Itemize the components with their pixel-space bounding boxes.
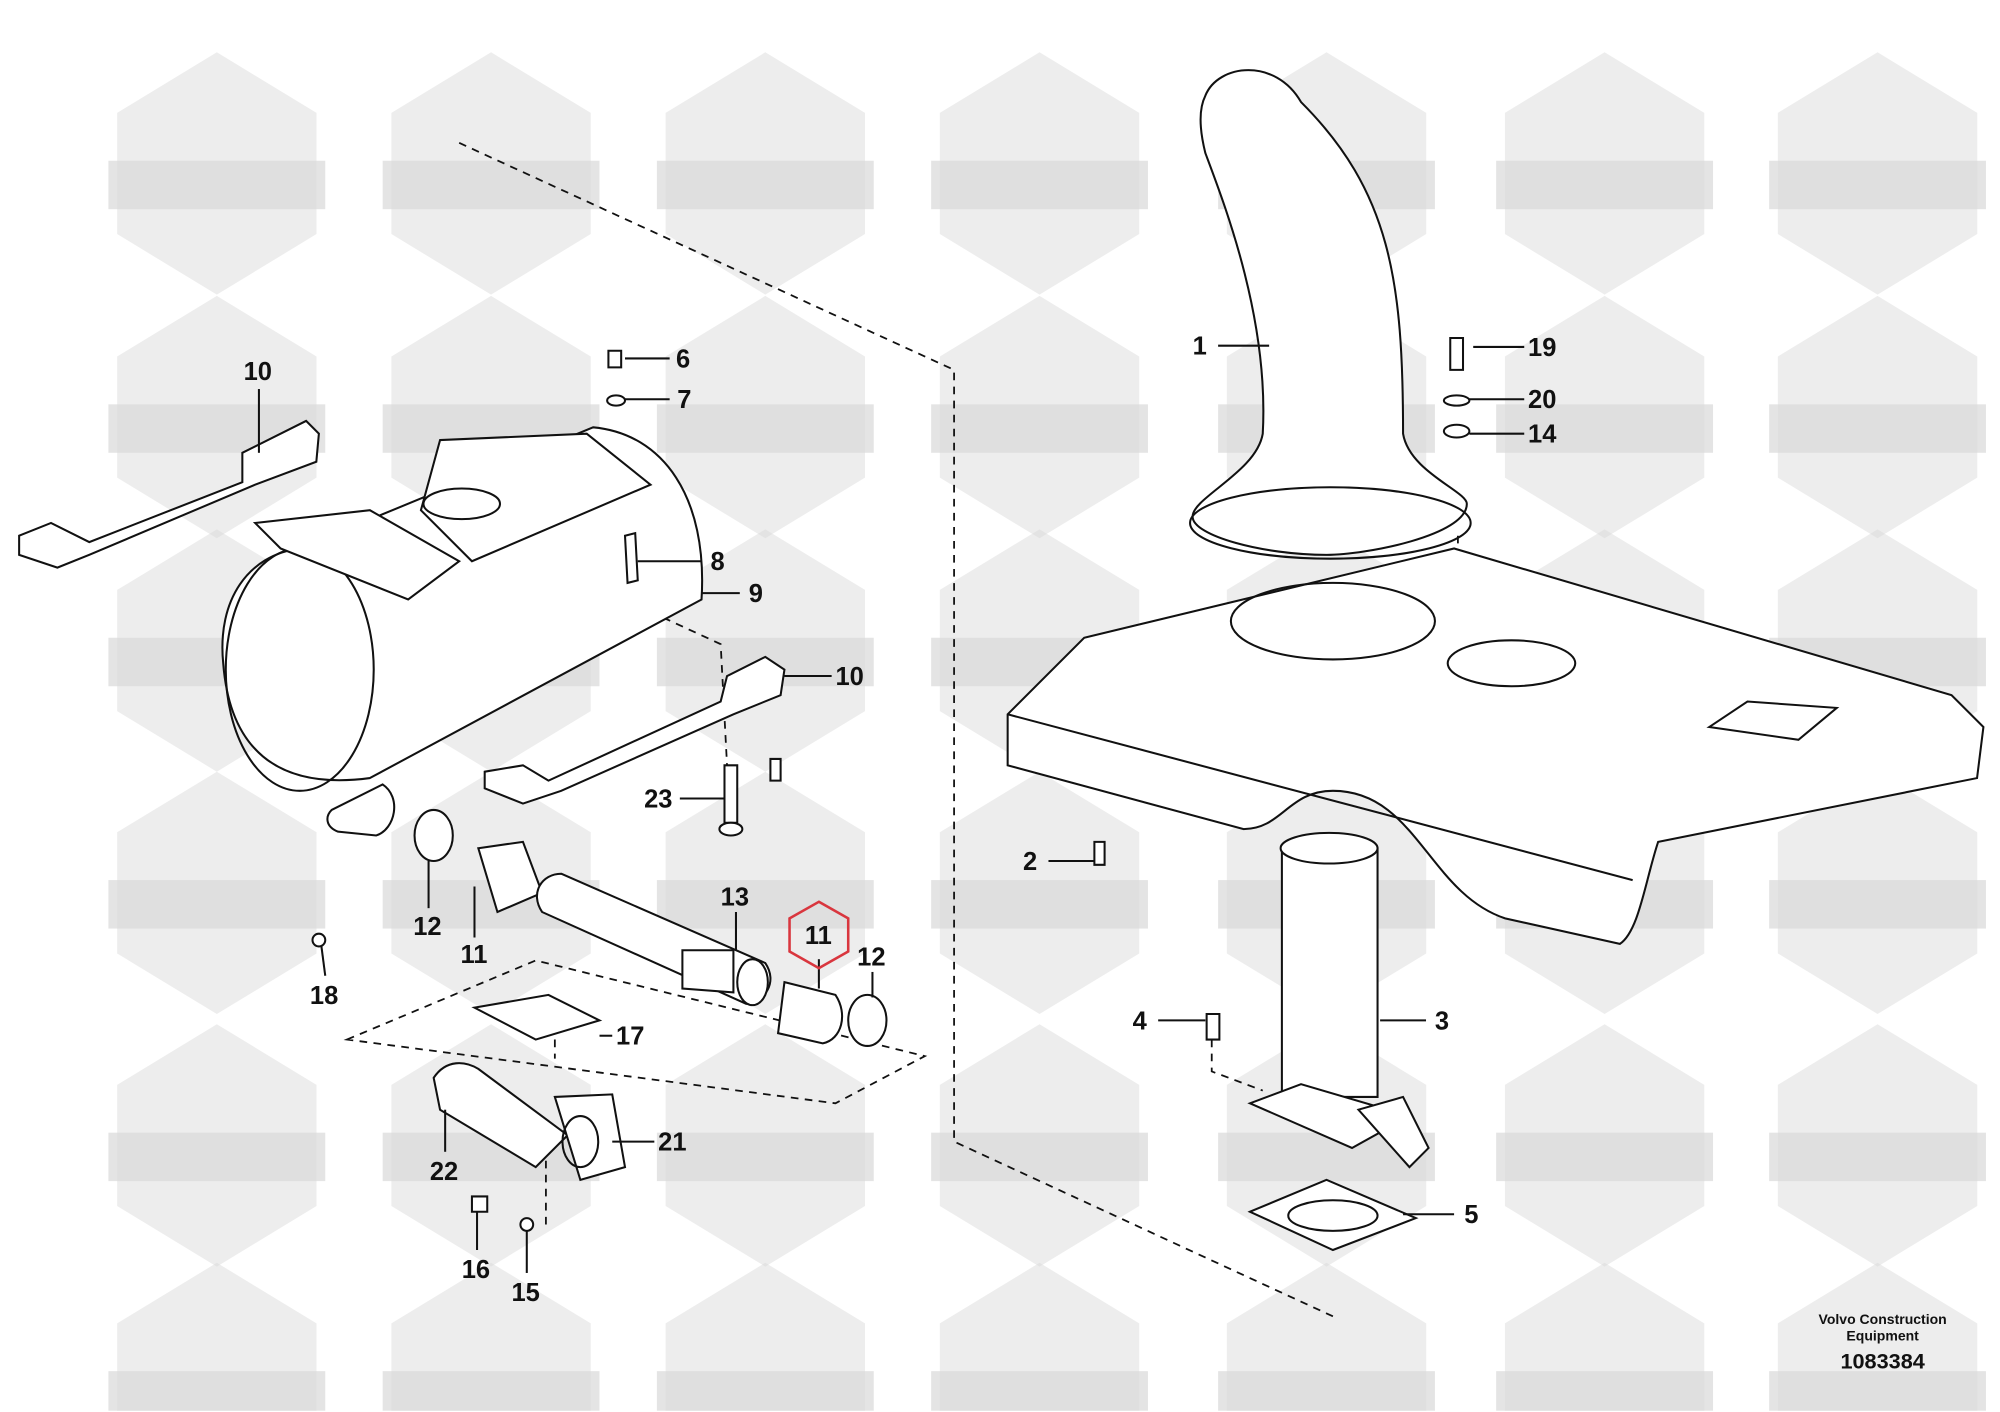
watermark-banner: [108, 880, 326, 929]
watermark-banner: [931, 160, 1148, 210]
callout-11[interactable]: 11: [460, 941, 487, 969]
watermark-banner: [1496, 1371, 1714, 1411]
watermark-banner: [656, 160, 874, 210]
part-muffler[interactable]: [221, 426, 704, 837]
callout-19[interactable]: 19: [1528, 334, 1556, 362]
watermark-banner: [1496, 404, 1714, 453]
watermark-banner: [1769, 1371, 1986, 1411]
callout-15[interactable]: 15: [511, 1279, 539, 1307]
callout-13[interactable]: 13: [721, 884, 749, 912]
callout-10[interactable]: 10: [244, 358, 272, 386]
watermark-banner: [1769, 404, 1986, 453]
watermark-banner: [931, 1132, 1148, 1182]
callout-1[interactable]: 1: [1193, 333, 1207, 361]
drawing-number: 1083384: [1840, 1349, 1924, 1374]
callout-labels: 1 19 20 14 10 6 7 8 9 10 23 2 12 11 13 1…: [244, 333, 1558, 1307]
part-exhaust-stack[interactable]: [1189, 69, 1472, 560]
callout-6[interactable]: 6: [676, 345, 690, 373]
watermark-banner: [382, 1371, 600, 1411]
callout-18[interactable]: 18: [310, 982, 338, 1010]
callout-11-highlighted[interactable]: 11: [805, 922, 832, 950]
watermark-banner: [656, 404, 874, 453]
part-hardware[interactable]: [311, 336, 1471, 1232]
watermark-banner: [931, 1371, 1148, 1411]
highlight-hexagon: [788, 900, 850, 970]
callout-14[interactable]: 14: [1528, 421, 1557, 449]
callout-12[interactable]: 12: [857, 944, 885, 972]
callout-23[interactable]: 23: [644, 785, 672, 813]
watermark-banner: [656, 880, 874, 929]
watermark-banner: [656, 1132, 874, 1182]
part-bracket[interactable]: [18, 419, 786, 805]
watermark-banner: [1769, 880, 1986, 929]
callout-5[interactable]: 5: [1464, 1201, 1478, 1229]
part-tail-pipe[interactable]: [1247, 831, 1430, 1252]
watermark-banner: [108, 1132, 326, 1182]
watermark-banner: [382, 160, 600, 210]
part-hood-frame[interactable]: [1006, 547, 1985, 945]
callout-16[interactable]: 16: [462, 1256, 490, 1284]
watermark-banner: [1496, 160, 1714, 210]
watermark-banner: [108, 160, 326, 210]
part-flex-pipe[interactable]: [432, 993, 627, 1182]
watermark-banner: [1218, 1371, 1435, 1411]
part-pipe-clamps[interactable]: [413, 808, 888, 1047]
callout-8[interactable]: 8: [710, 548, 724, 576]
watermark-banner: [931, 880, 1148, 929]
footer-manufacturer: Volvo Construction: [1819, 1311, 1947, 1327]
watermark-banner: [108, 1371, 326, 1411]
watermark-banner: [931, 404, 1148, 453]
callout-10[interactable]: 10: [835, 663, 863, 691]
footer-manufacturer-line2: Equipment: [1846, 1328, 1919, 1344]
watermark-banner: [1769, 1132, 1986, 1182]
callout-21[interactable]: 21: [658, 1129, 686, 1157]
callout-4[interactable]: 4: [1133, 1007, 1148, 1035]
callout-7[interactable]: 7: [677, 386, 691, 414]
callout-9[interactable]: 9: [749, 580, 763, 608]
callout-3[interactable]: 3: [1435, 1007, 1449, 1035]
callout-20[interactable]: 20: [1528, 386, 1556, 414]
watermark-banner: [1496, 1132, 1714, 1182]
watermark-banner: [1769, 160, 1986, 210]
callout-22[interactable]: 22: [430, 1158, 458, 1186]
footer: Volvo Construction Equipment 1083384: [1819, 1311, 1947, 1374]
leader-lines: [257, 344, 1525, 1273]
watermark-banner: [656, 1371, 874, 1411]
callout-12[interactable]: 12: [413, 913, 441, 941]
callout-2[interactable]: 2: [1023, 848, 1037, 876]
callout-17[interactable]: 17: [616, 1023, 644, 1051]
